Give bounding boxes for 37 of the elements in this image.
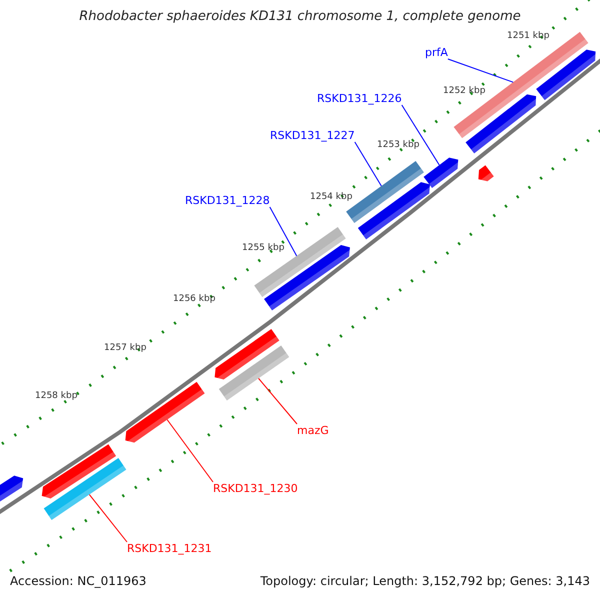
gene-block [125,382,205,443]
leader-line [269,206,298,256]
tick-label: 1253 kbp [377,140,420,151]
tick-label: 1251 kbp [507,31,550,42]
tick-label: 1257 kbp [104,343,146,354]
tick-label: 1256 kbp [173,294,216,305]
footer-text: Topology: circular; Length: 3,152,792 bp; Genes: 3,143 [260,574,590,588]
gene-block [214,329,280,380]
leader-line [258,378,298,424]
tick-label: 1254 kbp [310,192,352,203]
gene-block [424,158,460,188]
tick-label: 1258 kbp [35,391,78,402]
tick-label: 1252 kbp [443,86,486,97]
gene-block [0,476,24,504]
gene-label: RSKD131_1230 [213,482,298,495]
title: Rhodobacter sphaeroides KD131 chromosome 1, complete genome [78,9,522,24]
gene-label: mazG [297,424,329,437]
gene-label: RSKD131_1231 [127,542,212,555]
gene-block [44,458,126,520]
gene-block [264,245,352,310]
gene-block [218,345,290,401]
gene-label: RSKD131_1227 [270,129,355,142]
gene-block [478,165,494,182]
tick-label: 1255 kbp [242,243,284,254]
gene-label: RSKD131_1228 [185,194,270,207]
leader-line [401,104,440,166]
gene-block [466,94,538,154]
footer-text: Accession: NC_011963 [10,574,146,588]
gene-block [42,444,116,498]
leader-line [166,419,214,482]
leader-line [88,494,128,542]
leader-line [447,58,514,83]
leader-line [354,142,382,186]
gene-block [358,182,432,240]
gene-label: prfA [425,46,448,59]
gene-label: RSKD131_1226 [317,92,402,105]
gene-block [536,50,597,100]
